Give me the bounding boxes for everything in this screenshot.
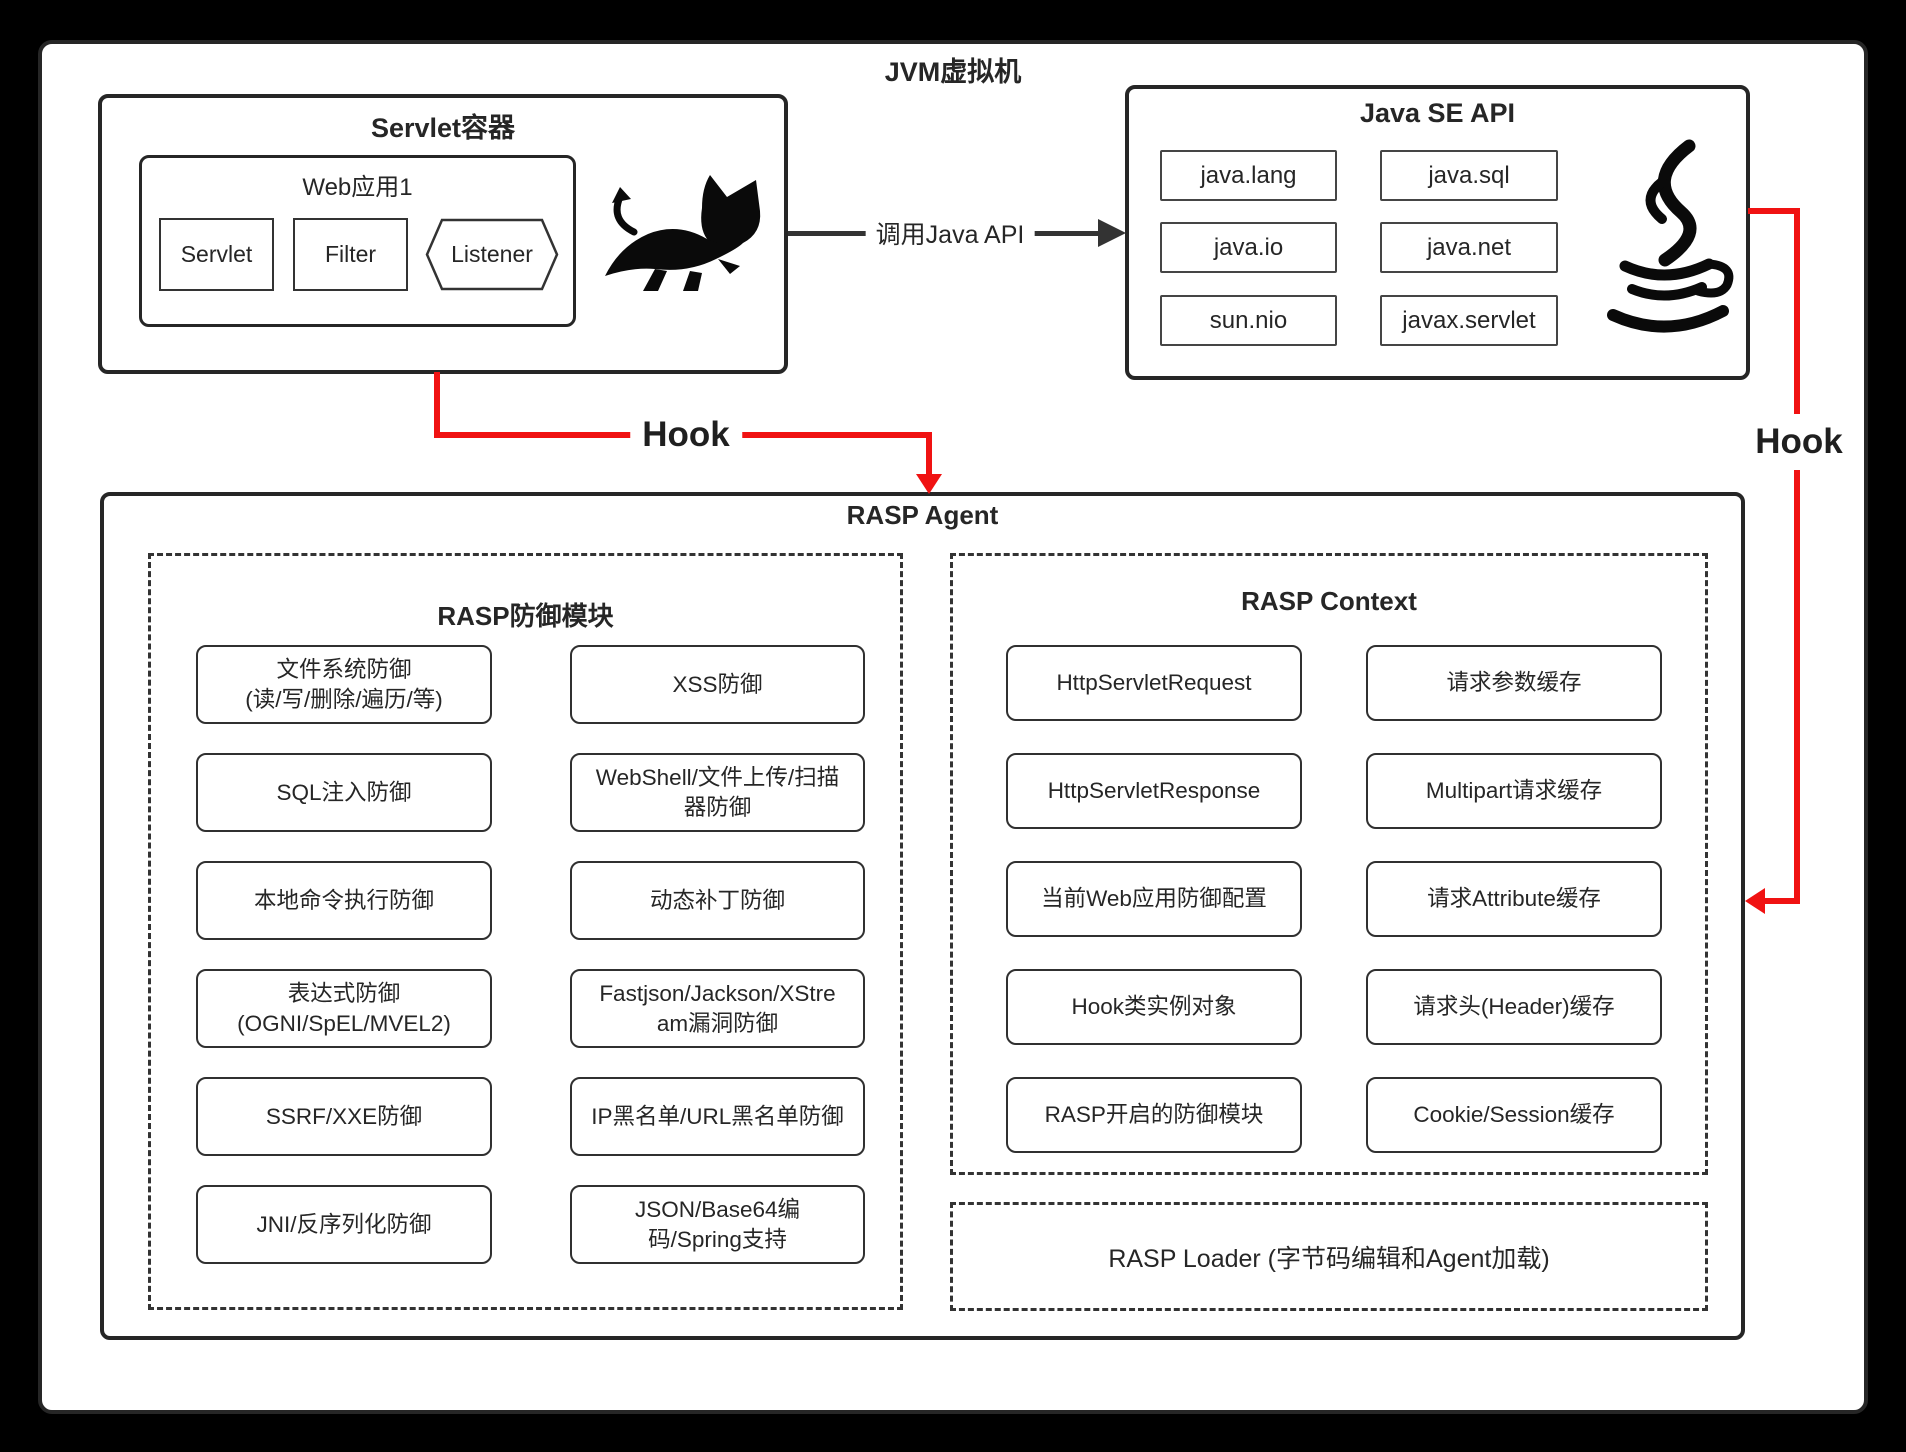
hook-right-arrowhead-icon	[1745, 888, 1765, 914]
tomcat-logo-icon	[598, 170, 774, 294]
module-xss: XSS防御	[570, 645, 865, 724]
hook-left-segment-drop	[926, 432, 932, 476]
module-blacklist: IP黑名单/URL黑名单防御	[570, 1077, 865, 1156]
context-enabled-modules: RASP开启的防御模块	[1006, 1077, 1302, 1153]
defense-modules-title: RASP防御模块	[437, 601, 614, 631]
hook-left-arrowhead-icon	[916, 474, 942, 494]
java-logo-icon	[1592, 138, 1744, 346]
module-fastjson: Fastjson/Jackson/XStre am漏洞防御	[570, 969, 865, 1048]
rasp-context-box	[950, 553, 1708, 1175]
jvm-title: JVM虚拟机	[884, 57, 1022, 87]
defense-modules-grid: 文件系统防御 (读/写/删除/遍历/等) XSS防御 SQL注入防御 WebSh…	[196, 645, 865, 1264]
module-expression: 表达式防御 (OGNI/SpEL/MVEL2)	[196, 969, 492, 1048]
hook-left-segment-vertical	[434, 372, 440, 436]
context-webapp-config: 当前Web应用防御配置	[1006, 861, 1302, 937]
module-filesystem: 文件系统防御 (读/写/删除/遍历/等)	[196, 645, 492, 724]
defense-modules-box	[148, 553, 903, 1310]
context-cookie-session-cache: Cookie/Session缓存	[1366, 1077, 1662, 1153]
hook-right-segment-vertical	[1794, 208, 1800, 902]
module-jni-deserialize: JNI/反序列化防御	[196, 1185, 492, 1264]
package-java-io: java.io	[1160, 222, 1337, 273]
hook-right-segment-top	[1748, 208, 1800, 214]
hook-left-label: Hook	[630, 415, 742, 455]
listener-node: Listener	[425, 218, 559, 291]
hook-right-label: Hook	[1753, 414, 1845, 470]
servlet-node: Servlet	[159, 218, 274, 291]
hook-right-segment-bottom	[1762, 898, 1800, 904]
package-javax-servlet: javax.servlet	[1380, 295, 1558, 346]
servlet-container-title: Servlet容器	[370, 113, 516, 143]
context-multipart-cache: Multipart请求缓存	[1366, 753, 1662, 829]
web-app-title: Web应用1	[302, 174, 413, 201]
java-se-api-title: Java SE API	[1359, 98, 1516, 128]
filter-node: Filter	[293, 218, 408, 291]
module-sql-injection: SQL注入防御	[196, 753, 492, 832]
context-hook-instance: Hook类实例对象	[1006, 969, 1302, 1045]
module-webshell: WebShell/文件上传/扫描 器防御	[570, 753, 865, 832]
rasp-agent-title: RASP Agent	[846, 500, 999, 530]
module-json-base64: JSON/Base64编 码/Spring支持	[570, 1185, 865, 1264]
rasp-context-title: RASP Context	[1241, 586, 1417, 616]
rasp-loader-label: RASP Loader (字节码编辑和Agent加载)	[1108, 1244, 1550, 1273]
module-ssrf-xxe: SSRF/XXE防御	[196, 1077, 492, 1156]
call-api-label: 调用Java API	[865, 215, 1035, 251]
hexagon-shape	[425, 218, 559, 291]
rasp-context-grid: HttpServletRequest 请求参数缓存 HttpServletRes…	[1006, 645, 1662, 1153]
package-java-sql: java.sql	[1380, 150, 1558, 201]
context-http-request: HttpServletRequest	[1006, 645, 1302, 721]
context-header-cache: 请求头(Header)缓存	[1366, 969, 1662, 1045]
context-param-cache: 请求参数缓存	[1366, 645, 1662, 721]
package-java-net: java.net	[1380, 222, 1558, 273]
package-java-lang: java.lang	[1160, 150, 1337, 201]
package-sun-nio: sun.nio	[1160, 295, 1337, 346]
call-api-arrowhead-icon	[1098, 219, 1126, 247]
module-dynamic-patch: 动态补丁防御	[570, 861, 865, 940]
context-attribute-cache: 请求Attribute缓存	[1366, 861, 1662, 937]
rasp-loader-box: RASP Loader (字节码编辑和Agent加载)	[950, 1202, 1708, 1311]
listener-label: Listener	[451, 241, 533, 267]
context-http-response: HttpServletResponse	[1006, 753, 1302, 829]
module-local-command: 本地命令执行防御	[196, 861, 492, 940]
